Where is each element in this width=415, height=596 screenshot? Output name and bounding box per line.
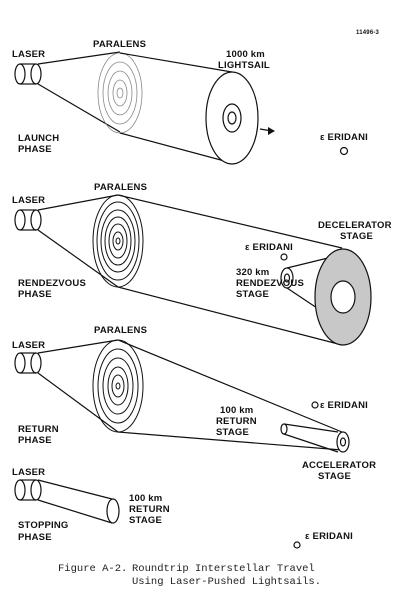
stage-label: RENDEZVOUS: [236, 278, 304, 289]
star-label: ε ERIDANI: [245, 242, 293, 253]
stage-label: RETURN: [129, 504, 170, 515]
laser-cylinder: [14, 479, 42, 501]
return-stage: [106, 498, 120, 524]
paralens-lens: [92, 194, 144, 288]
phase-label: RETURN: [18, 424, 59, 435]
paralens-lens: [97, 52, 143, 134]
stage-size-label: 320 km: [236, 267, 269, 278]
figure-number: Figure A-2.: [58, 563, 128, 575]
stage-label: RETURN: [216, 416, 257, 427]
accelerator-stage: [336, 431, 350, 453]
paralens-label: PARALENS: [94, 325, 147, 336]
phase-label: RENDEZVOUS: [18, 278, 86, 289]
stage-label: STAGE: [216, 427, 249, 438]
paralens-lens: [92, 339, 144, 433]
star-label: ε ERIDANI: [320, 132, 368, 143]
star-label: ε ERIDANI: [320, 400, 368, 411]
laser-label: LASER: [12, 467, 45, 478]
laser-beam: [37, 339, 119, 354]
star-marker: [280, 253, 288, 261]
laser-cylinder: [14, 352, 42, 374]
star-marker: [293, 541, 301, 549]
stage-label: DECELERATOR: [318, 220, 392, 231]
star-marker: [311, 401, 319, 409]
decelerator-stage: [314, 248, 372, 346]
phase-label: PHASE: [18, 435, 52, 446]
paralens-label: PARALENS: [94, 182, 147, 193]
phase-label: PHASE: [18, 144, 52, 155]
phase-label: LAUNCH: [18, 133, 59, 144]
laser-beam: [37, 51, 121, 65]
star-marker: [339, 146, 349, 156]
figure-id: 11496-3: [356, 30, 380, 36]
laser-cylinder: [14, 63, 42, 85]
lightsail: [205, 71, 259, 165]
launch-phase-panel: [14, 51, 349, 165]
laser-cylinder: [14, 209, 42, 231]
return-stage: [280, 423, 339, 453]
rendezvous-phase-panel: [14, 194, 372, 346]
return-phase-panel: [14, 339, 350, 453]
stage-label: STAGE: [318, 471, 351, 482]
stage-label: STAGE: [340, 231, 373, 242]
caption-line: Using Laser-Pushed Lightsails.: [132, 576, 322, 588]
phase-label: STOPPING: [18, 520, 69, 531]
lightsail-label: LIGHTSAIL: [218, 60, 270, 71]
stage-label: STAGE: [129, 515, 162, 526]
paralens-label: PARALENS: [93, 39, 146, 50]
phase-label: PHASE: [18, 532, 52, 543]
stage-size-label: 100 km: [220, 405, 253, 416]
figure-caption: Figure A-2. Roundtrip Interstellar Travel…: [58, 563, 398, 589]
lightsail-size-label: 1000 km: [226, 49, 265, 60]
laser-beam: [37, 194, 119, 211]
caption-line: Roundtrip Interstellar Travel: [132, 563, 315, 575]
stage-label: STAGE: [236, 289, 269, 300]
laser-label: LASER: [12, 340, 45, 351]
laser-label: LASER: [12, 195, 45, 206]
laser-label: LASER: [12, 49, 45, 60]
stage-label: ACCELERATOR: [302, 460, 376, 471]
stage-size-label: 100 km: [129, 493, 162, 504]
laser-beam: [37, 479, 113, 500]
star-label: ε ERIDANI: [305, 531, 353, 542]
phase-label: PHASE: [18, 289, 52, 300]
stopping-phase-panel: [14, 479, 301, 549]
